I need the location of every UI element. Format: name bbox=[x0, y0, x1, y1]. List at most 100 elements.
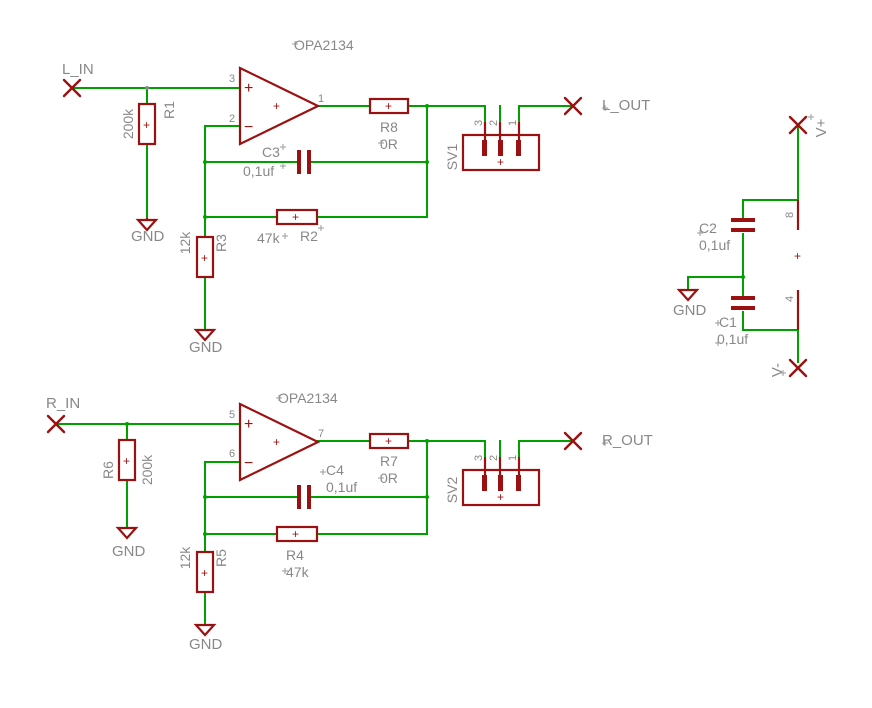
svg-text:+: + bbox=[497, 155, 504, 169]
r5-name: R5 bbox=[213, 549, 229, 567]
sv2-pin3: 3 bbox=[473, 455, 485, 461]
power-section: + 8 4 V+ V- C2 0,1uf C1 0,1uf bbox=[673, 115, 830, 378]
opamp-u1: + − + bbox=[238, 66, 321, 146]
gnd-label: GND bbox=[673, 302, 707, 319]
c2-name: C2 bbox=[699, 220, 717, 236]
sv2-connector: + bbox=[461, 457, 541, 507]
gnd-symbol bbox=[115, 526, 139, 540]
r-in-label: R_IN bbox=[46, 395, 80, 412]
gnd-label: GND bbox=[131, 228, 165, 245]
r-out-label: R_OUT bbox=[602, 432, 653, 449]
svg-text:+: + bbox=[273, 99, 280, 113]
svg-text:+: + bbox=[497, 490, 504, 504]
r7-name: R7 bbox=[380, 453, 398, 469]
opamp-u2: + − + bbox=[238, 402, 321, 482]
r1-value: 200k bbox=[120, 108, 136, 139]
sv1-connector: + bbox=[461, 122, 541, 172]
r2-resistor: + bbox=[275, 208, 319, 226]
r7-resistor: + bbox=[368, 432, 410, 450]
svg-text:+: + bbox=[292, 210, 299, 224]
sv1-pin1: 1 bbox=[507, 120, 519, 126]
gnd-label: GND bbox=[189, 339, 223, 356]
svg-text:+: + bbox=[385, 434, 392, 448]
gnd-symbol bbox=[193, 328, 217, 342]
l-out-label: L_OUT bbox=[602, 97, 650, 114]
r6-resistor: + bbox=[117, 438, 137, 482]
r8-name: R8 bbox=[380, 119, 398, 135]
svg-text:−: − bbox=[244, 119, 253, 136]
svg-text:+: + bbox=[273, 435, 280, 449]
r6-value: 200k bbox=[139, 454, 155, 485]
svg-text:+: + bbox=[385, 99, 392, 113]
svg-text:+: + bbox=[244, 416, 253, 433]
gnd-symbol bbox=[135, 218, 159, 232]
sv2-name: SV2 bbox=[444, 477, 460, 504]
c4-capacitor bbox=[297, 485, 311, 509]
r8-value: 0R bbox=[380, 136, 398, 152]
r2-value: 47k bbox=[257, 230, 281, 246]
c3-capacitor bbox=[297, 150, 311, 174]
sv2-pin1: 1 bbox=[507, 455, 519, 461]
svg-text:+: + bbox=[123, 454, 130, 468]
sv1-pin2: 2 bbox=[488, 120, 500, 126]
gnd-label: GND bbox=[189, 636, 223, 653]
l-in-label: L_IN bbox=[62, 61, 94, 78]
vplus-terminal bbox=[788, 115, 808, 135]
right-channel: R_IN + R6 200k GND + − + 5 6 7 OPA2134 C… bbox=[46, 390, 653, 653]
r3-name: R3 bbox=[213, 234, 229, 252]
sv2-pin2: 2 bbox=[488, 455, 500, 461]
svg-text:−: − bbox=[244, 455, 253, 472]
r4-name: R4 bbox=[286, 547, 304, 563]
l-in-terminal bbox=[62, 78, 82, 98]
r1-resistor: + bbox=[137, 102, 157, 146]
sv1-pin3: 3 bbox=[473, 120, 485, 126]
u1-pin1: 1 bbox=[318, 93, 324, 105]
r4-resistor: + bbox=[275, 525, 319, 543]
r-in-terminal bbox=[46, 414, 66, 434]
r3-value: 12k bbox=[177, 231, 193, 255]
u2-pin7: 7 bbox=[318, 428, 324, 440]
gnd-label: GND bbox=[112, 543, 146, 560]
c3-value: 0,1uf bbox=[243, 163, 274, 179]
svg-text:+: + bbox=[201, 566, 208, 580]
r-out-terminal bbox=[563, 431, 583, 451]
svg-text:+: + bbox=[292, 527, 299, 541]
vminus-terminal bbox=[788, 358, 808, 378]
origin-markers bbox=[276, 41, 814, 574]
u2-pin6: 6 bbox=[229, 448, 235, 460]
r8-resistor: + bbox=[368, 97, 410, 115]
svg-text:+: + bbox=[201, 251, 208, 265]
c1-capacitor bbox=[731, 296, 755, 310]
gnd-symbol bbox=[193, 623, 217, 637]
vminus-label: V- bbox=[769, 363, 786, 377]
c4-name: C4 bbox=[326, 462, 344, 478]
svg-text:+: + bbox=[143, 118, 150, 132]
power-center: + bbox=[794, 249, 801, 263]
u2-label: OPA2134 bbox=[278, 390, 338, 406]
r3-resistor: + bbox=[195, 235, 215, 279]
power-pin8: 8 bbox=[784, 212, 796, 218]
gnd-symbol bbox=[676, 288, 700, 302]
r5-value: 12k bbox=[177, 546, 193, 570]
r6-name: R6 bbox=[100, 461, 116, 479]
c3-name: C3 bbox=[262, 144, 280, 160]
svg-text:+: + bbox=[244, 80, 253, 97]
c1-name: C1 bbox=[719, 314, 737, 330]
r2-name: R2 bbox=[300, 228, 318, 244]
u1-pin2: 2 bbox=[229, 113, 235, 125]
vplus-label: V+ bbox=[813, 118, 830, 137]
power-pin4: 4 bbox=[784, 296, 796, 302]
r5-resistor: + bbox=[195, 550, 215, 594]
r7-value: 0R bbox=[380, 470, 398, 486]
u2-pin5: 5 bbox=[229, 409, 235, 421]
c2-capacitor bbox=[731, 218, 755, 232]
left-channel: L_IN + 200k R1 GND + − + 3 2 1 OPA2134 bbox=[62, 37, 650, 356]
l-out-terminal bbox=[563, 96, 583, 116]
r1-name: R1 bbox=[161, 101, 177, 119]
u1-pin3: 3 bbox=[229, 73, 235, 85]
u1-label: OPA2134 bbox=[294, 37, 354, 53]
sv1-name: SV1 bbox=[444, 144, 460, 171]
r4-value: 47k bbox=[286, 564, 310, 580]
c1-value: 0,1uf bbox=[717, 331, 748, 347]
